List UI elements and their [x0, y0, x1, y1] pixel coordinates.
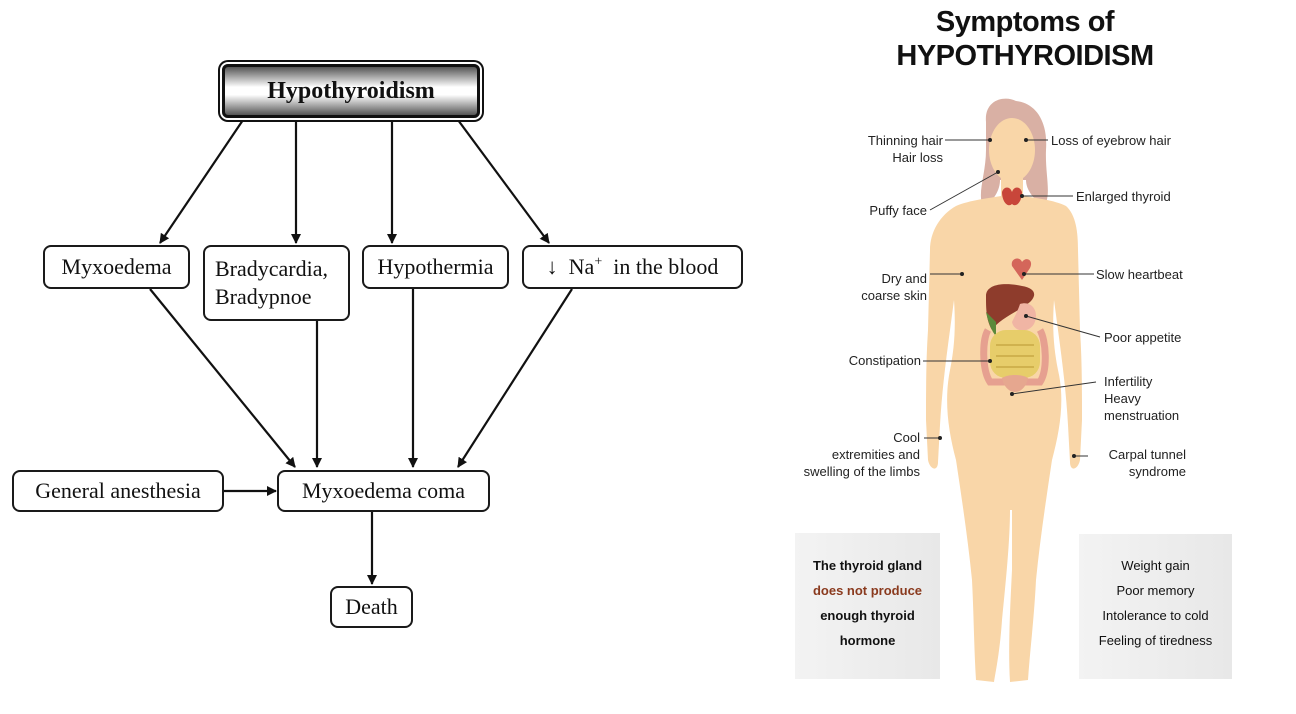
- label-eyebrow-hair: Loss of eyebrow hair: [1051, 133, 1171, 150]
- myxoedema-coma-label: Myxoedema coma: [301, 477, 466, 503]
- label-puffy-face: Puffy face: [869, 203, 927, 220]
- symptom-cold-intolerance: Intolerance to cold: [1102, 608, 1209, 623]
- label-dry-skin: Dry and coarse skin: [861, 271, 927, 305]
- label-heartbeat-text: Slow heartbeat: [1096, 267, 1183, 282]
- symptoms-infographic: Symptoms of HYPOTHYROIDISM The thyroid g…: [790, 0, 1296, 714]
- label-infertility: Infertility Heavy menstruation: [1104, 374, 1179, 425]
- label-puffy-face-text: Puffy face: [869, 203, 927, 218]
- label-hair-loss-line2: Hair loss: [892, 149, 943, 165]
- stomach-organ: [1012, 303, 1037, 331]
- label-poor-appetite: Poor appetite: [1104, 330, 1181, 347]
- panel-cause-line4: hormone: [839, 633, 896, 648]
- death-label: Death: [345, 593, 398, 619]
- label-cool-extremities: Cool extremities and swelling of the lim…: [804, 430, 920, 481]
- myxoedema-node: Myxoedema: [43, 245, 190, 289]
- sodium-charge: +: [594, 254, 603, 270]
- label-cool-line1: Cool: [893, 430, 920, 445]
- root-label: Hypothyroidism: [267, 77, 435, 104]
- low-sodium-label: ↓ Na+ in the blood: [547, 253, 719, 281]
- label-thyroid-text: Enlarged thyroid: [1076, 189, 1171, 204]
- general-anesthesia-node: General anesthesia: [12, 470, 224, 512]
- myxoedema-label: Myxoedema: [61, 253, 172, 279]
- label-constipation: Constipation: [849, 353, 921, 370]
- label-cool-line2: extremities and: [831, 446, 920, 462]
- bradypnoe-label: Bradypnoe: [215, 284, 312, 309]
- bradycardia-label: Bradycardia,: [215, 255, 328, 281]
- hypothyroidism-flowchart: Hypothyroidism Myxoedema Bradycardia, Br…: [12, 64, 743, 628]
- label-eyebrow-text: Loss of eyebrow hair: [1051, 133, 1171, 148]
- hypothermia-node: Hypothermia: [362, 245, 509, 289]
- label-constipation-text: Constipation: [848, 353, 921, 368]
- hypothermia-label: Hypothermia: [377, 253, 494, 279]
- general-symptoms-panel: Weight gain Poor memory Intolerance to c…: [1079, 534, 1232, 679]
- infographic-title-line1: Symptoms of: [935, 6, 1115, 38]
- down-arrow-icon: ↓: [546, 253, 558, 279]
- label-dry-skin-line1: Dry and: [881, 271, 927, 286]
- sodium-rest: in the blood: [613, 253, 719, 279]
- arrow-myxoedema-to-coma: [149, 288, 296, 468]
- label-cool-line3: swelling of the limbs: [803, 463, 920, 479]
- label-carpal-line2: syndrome: [1128, 463, 1186, 479]
- death-node: Death: [330, 586, 413, 628]
- label-appetite-text: Poor appetite: [1104, 330, 1182, 345]
- symptom-weight-gain: Weight gain: [1121, 558, 1190, 573]
- symptom-poor-memory: Poor memory: [1116, 583, 1195, 598]
- marker-dots: [938, 138, 1076, 458]
- arrow-root-to-sodium: [457, 119, 550, 244]
- body-figure: [926, 118, 1082, 682]
- heart-organ: [1011, 258, 1032, 280]
- myxoedema-coma-node: Myxoedema coma: [277, 470, 490, 512]
- bradycardia-bradypnoe-node: Bradycardia, Bradypnoe: [203, 245, 350, 321]
- label-carpal-line1: Carpal tunnel: [1108, 447, 1186, 462]
- thyroid-gland: [1002, 187, 1022, 206]
- liver-organ: [986, 284, 1035, 336]
- arrow-root-to-myxoedema: [159, 119, 244, 244]
- label-enlarged-thyroid: Enlarged thyroid: [1076, 189, 1171, 206]
- thyroid-cause-panel: The thyroid gland does not produce enoug…: [795, 533, 940, 679]
- label-slow-heartbeat: Slow heartbeat: [1096, 267, 1183, 284]
- label-infertility-line1: Infertility: [1104, 374, 1153, 389]
- panel-cause-line3: enough thyroid: [820, 608, 915, 623]
- symptom-tiredness: Feeling of tiredness: [1098, 633, 1213, 648]
- label-thinning-hair: Thinning hair Hair loss: [868, 133, 943, 167]
- label-dry-skin-line2: coarse skin: [861, 287, 927, 303]
- label-infertility-line2: Heavy: [1104, 390, 1141, 406]
- label-thinning-hair-line1: Thinning hair: [867, 133, 943, 148]
- arrow-sodium-to-coma: [457, 288, 573, 468]
- panel-cause-line2: does not produce: [812, 583, 923, 598]
- label-infertility-line3: menstruation: [1104, 407, 1180, 423]
- uterus-organ: [1002, 375, 1028, 392]
- flowchart-arrows: [149, 119, 573, 585]
- sodium-symbol: Na: [568, 253, 595, 279]
- low-sodium-node: ↓ Na+ in the blood: [522, 245, 743, 289]
- body-illustration: [923, 98, 1101, 682]
- panel-cause-line1: The thyroid gland: [812, 558, 923, 573]
- hypothyroidism-root-node: Hypothyroidism: [222, 64, 480, 118]
- label-carpal-tunnel: Carpal tunnel syndrome: [1109, 447, 1186, 481]
- general-anesthesia-label: General anesthesia: [35, 477, 201, 503]
- leader-lines: [923, 139, 1101, 457]
- infographic-title-line2: HYPOTHYROIDISM: [896, 40, 1154, 72]
